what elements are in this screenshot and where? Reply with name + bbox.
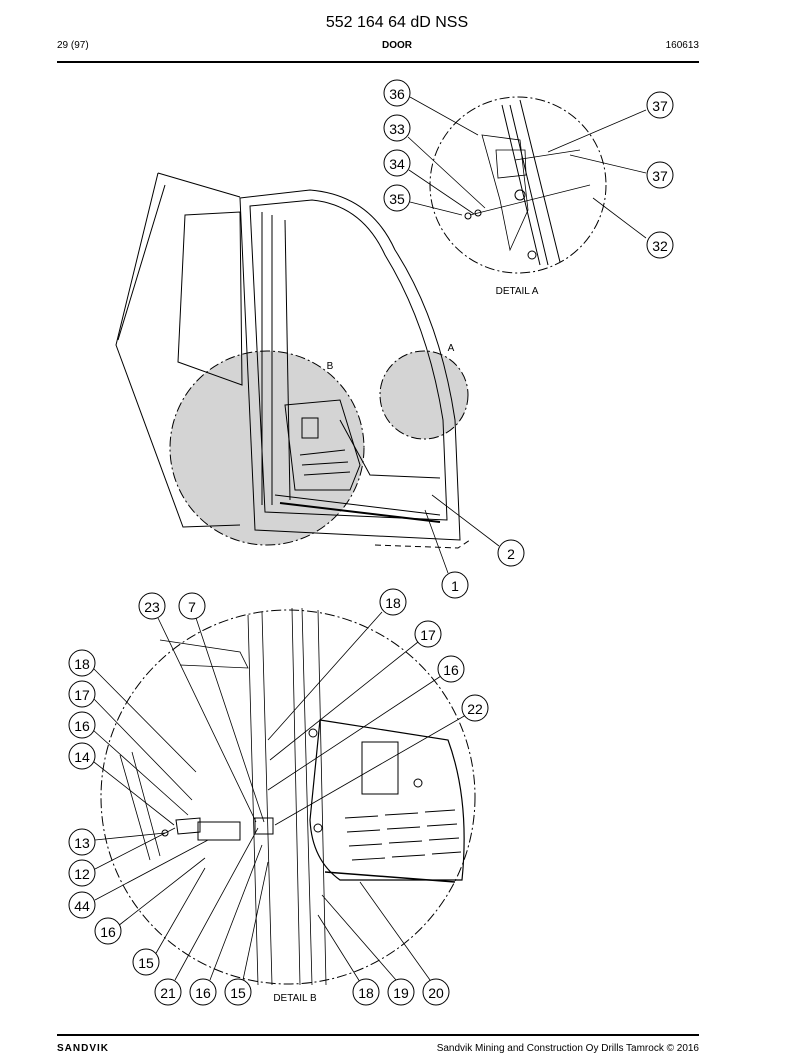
copyright-notice: Sandvik Mining and Construction Oy Drill…	[436, 1043, 699, 1054]
callout-15: 15	[138, 955, 154, 971]
detail-b-callouts	[68, 588, 489, 1006]
callout-35: 35	[389, 191, 405, 207]
date-code: 160613	[665, 40, 699, 51]
callout-34: 34	[389, 156, 405, 172]
callout-37: 37	[652, 98, 668, 114]
callout-33: 33	[389, 121, 405, 137]
detail-a-marker: A	[448, 343, 455, 354]
detail-b-highlight	[169, 350, 365, 546]
callout-21: 21	[160, 985, 176, 1001]
callout-16: 16	[443, 662, 459, 678]
section-title: DOOR	[382, 40, 412, 51]
callout-16: 16	[100, 924, 116, 940]
callout-14: 14	[74, 749, 90, 765]
document-number: 552 164 64 dD NSS	[325, 14, 469, 31]
overview-view: B A	[115, 172, 471, 549]
callout-22: 22	[467, 701, 483, 717]
callout-19: 19	[393, 985, 409, 1001]
callout-37: 37	[652, 168, 668, 184]
footer-rule	[57, 1034, 699, 1036]
callout-36: 36	[389, 86, 405, 102]
callout-1: 1	[451, 578, 459, 594]
callout-44: 44	[74, 898, 90, 914]
callout-23: 23	[144, 599, 160, 615]
detail-b-marker: B	[327, 361, 334, 372]
detail-a-leaders	[407, 96, 647, 239]
callout-18: 18	[358, 985, 374, 1001]
callout-2: 2	[507, 546, 515, 562]
callout-15: 15	[230, 985, 246, 1001]
detail-a-view	[429, 96, 607, 274]
page-reference: 29 (97)	[57, 40, 89, 51]
detail-b-view	[100, 607, 476, 986]
callout-18: 18	[385, 595, 401, 611]
callout-16: 16	[74, 718, 90, 734]
callout-20: 20	[428, 985, 444, 1001]
callout-18: 18	[74, 656, 90, 672]
sandvik-logo: SANDVIK	[57, 1043, 110, 1054]
callout-17: 17	[420, 627, 436, 643]
callout-17: 17	[74, 687, 90, 703]
detail-a-callouts	[383, 79, 674, 259]
header-rule	[57, 61, 699, 63]
detail-b-caption: DETAIL B	[273, 993, 317, 1004]
detail-a-caption: DETAIL A	[496, 286, 539, 297]
detail-b-leaders	[92, 611, 467, 983]
callout-16: 16	[195, 985, 211, 1001]
callout-12: 12	[74, 866, 90, 882]
callout-13: 13	[74, 835, 90, 851]
callout-32: 32	[652, 238, 668, 254]
callout-7: 7	[188, 599, 196, 615]
